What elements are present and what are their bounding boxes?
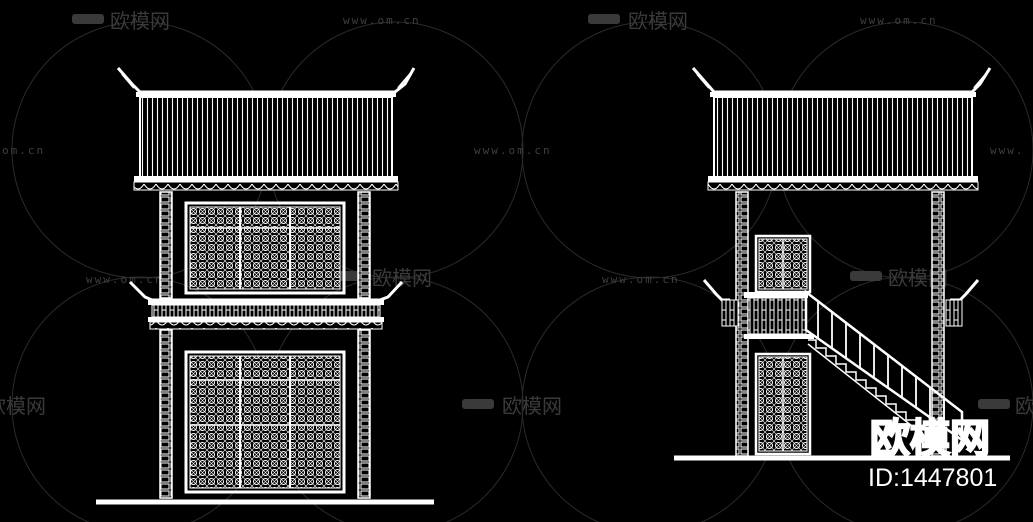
stamp-brand: 欧模网 xyxy=(870,416,990,462)
watermark-brand: 欧模网 xyxy=(0,394,46,418)
watermark-brand: 欧模 xyxy=(1015,394,1033,418)
watermark-url: www.om.cn xyxy=(474,144,552,157)
front-elevation xyxy=(96,67,434,505)
watermark-url: www. xyxy=(990,144,1025,157)
watermark-url: www.om.cn xyxy=(602,273,680,286)
watermark-url: om.cn xyxy=(2,144,45,157)
watermark-url: www.om.cn xyxy=(86,273,164,286)
middle-eaves xyxy=(128,280,404,330)
id-stamp: 欧模网 ID:1447801 xyxy=(868,415,997,492)
watermark-brand: 欧模网 xyxy=(110,9,170,33)
watermark-url: www.om.cn xyxy=(860,14,938,27)
side-elevation xyxy=(674,67,1010,461)
watermark-texts: 欧模网 欧模网 www.om.cn www.om.cn om.cn www.om… xyxy=(0,9,1033,418)
upper-roof xyxy=(691,67,992,191)
watermark-brand: 欧模网 xyxy=(628,9,688,33)
upper-roof xyxy=(116,67,416,191)
watermark-brand: 欧模网 xyxy=(372,266,432,290)
watermark-brand: 欧模网 xyxy=(502,394,562,418)
watermark-url: www.om.cn xyxy=(343,14,421,27)
stamp-id: ID:1447801 xyxy=(868,464,997,492)
stair-balusters xyxy=(817,301,945,428)
